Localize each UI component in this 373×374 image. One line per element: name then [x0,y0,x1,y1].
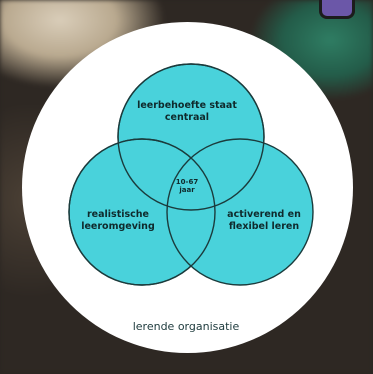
venn-outline-top [117,63,265,211]
venn-center-label: 10-67 jaar [175,178,199,195]
venn-label-right: activerend en flexibel leren [227,209,301,232]
footer-caption: lerende organisatie [132,320,240,333]
venn-label-top: leerbehoefte staat centraal [137,100,237,123]
venn-circle-right [166,138,314,286]
background-tablet-device [319,0,355,19]
venn-label-left: realistische leeromgeving [81,209,155,232]
venn-outline-left [68,138,216,286]
